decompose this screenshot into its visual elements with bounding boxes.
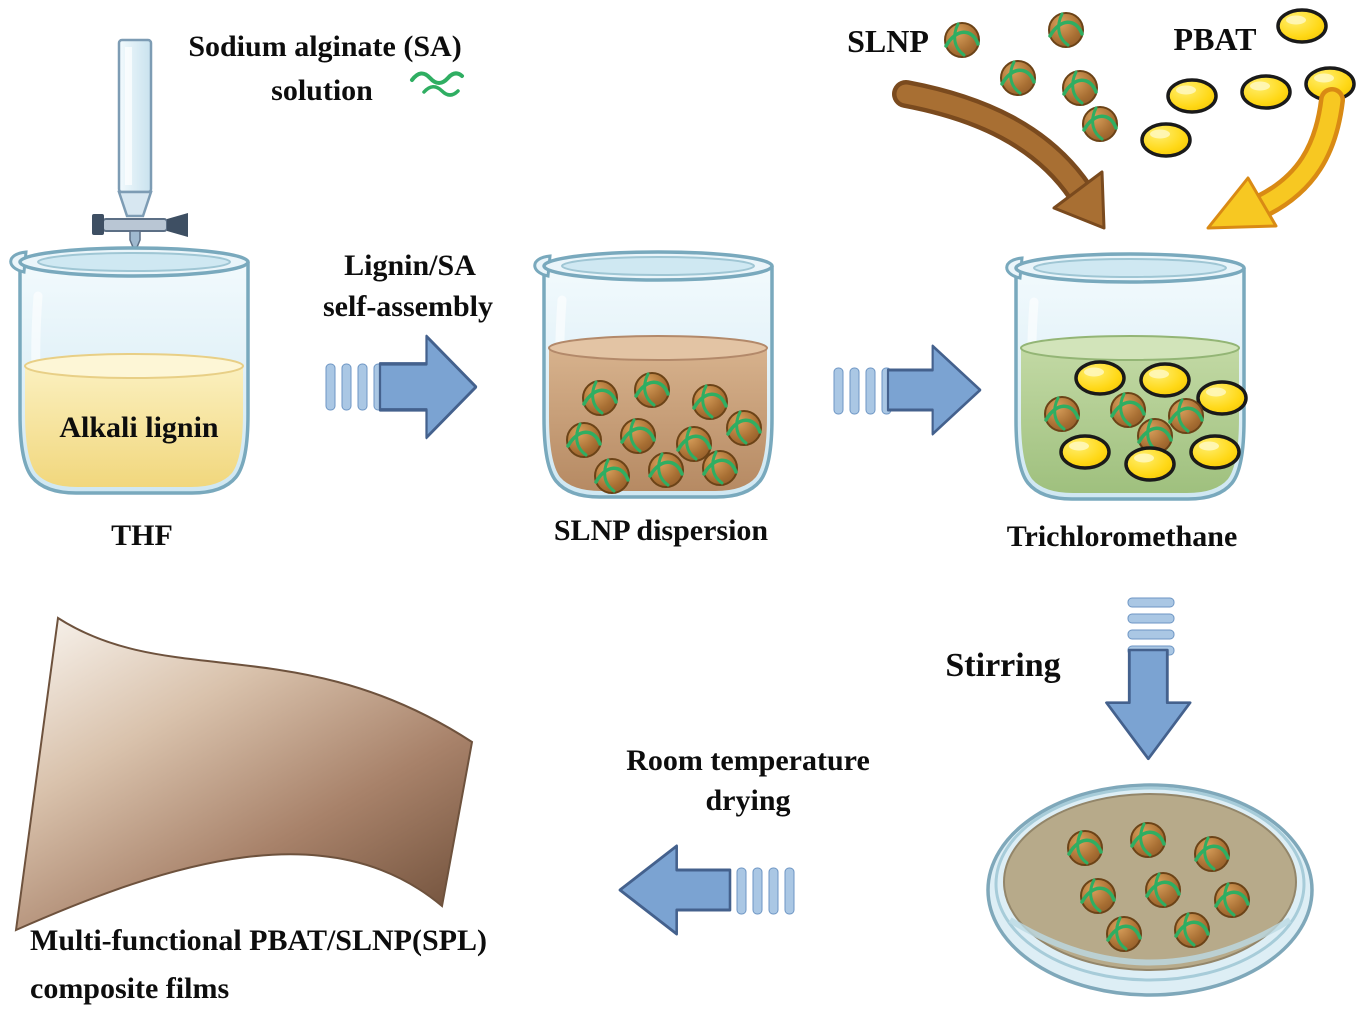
slnp-particle-icon <box>1079 877 1117 915</box>
beaker-slnp-dispersion <box>532 250 772 497</box>
slnp-particle-icon <box>675 425 713 463</box>
slnp-particle-icon <box>725 409 763 447</box>
stopcock <box>102 218 168 232</box>
process-arrow-icon <box>1105 648 1192 761</box>
dash-bars-icon <box>736 867 795 915</box>
label-self-assembly-line1: Lignin/SA <box>344 249 476 282</box>
composite-film-icon <box>14 616 474 932</box>
slnp-particle-icon <box>1105 915 1143 953</box>
slnp-particle-icon <box>943 21 981 59</box>
slnp-particle-icon <box>999 59 1037 97</box>
alginate-squiggle-icon <box>410 71 464 97</box>
pbat-particle-icon <box>1139 362 1191 398</box>
process-arrow-icon <box>886 344 982 436</box>
slnp-particle-icon <box>593 457 631 495</box>
label-thf: THF <box>111 519 173 552</box>
slnp-particle-icon <box>1109 391 1147 429</box>
pbat-particle-icon <box>1196 380 1248 416</box>
slnp-particle-icon <box>1043 395 1081 433</box>
pbat-particle-icon <box>1240 74 1292 110</box>
slnp-particle-icon <box>1193 835 1231 873</box>
thf-liquid <box>25 366 243 487</box>
slnp-particle-icon <box>1081 105 1119 143</box>
process-arrow-icon <box>618 844 732 936</box>
label-drying-line2: drying <box>705 784 790 817</box>
slnp-particle-icon <box>1061 69 1099 107</box>
slnp-particle-icon <box>1144 871 1182 909</box>
pbat-particle-icon <box>1059 434 1111 470</box>
slnp-particle-icon <box>1047 11 1085 49</box>
beaker-thf <box>8 246 248 493</box>
slnp-particle-icon <box>1066 829 1104 867</box>
pbat-particle-icon <box>1189 434 1241 470</box>
slnp-particle-icon <box>691 383 729 421</box>
label-film-line2: composite films <box>30 972 229 1005</box>
slnp-particle-icon <box>1213 881 1251 919</box>
label-sodium-alginate-line2: solution <box>271 74 373 107</box>
label-slnp: SLNP <box>847 23 929 59</box>
label-stirring: Stirring <box>945 647 1060 684</box>
dash-bars-icon <box>325 363 384 411</box>
petri-dish-icon <box>986 783 1314 997</box>
slnp-particle-icon <box>633 371 671 409</box>
dash-bars-icon <box>833 367 892 415</box>
slnp-particle-icon <box>1129 821 1167 859</box>
pbat-particle-icon <box>1276 8 1328 44</box>
label-trichloromethane: Trichloromethane <box>1007 520 1238 553</box>
label-sodium-alginate-line1: Sodium alginate (SA) <box>188 30 461 63</box>
label-drying-line1: Room temperature <box>626 744 870 777</box>
slnp-particle-icon <box>701 449 739 487</box>
label-film-line1: Multi-functional PBAT/SLNP(SPL) <box>30 924 487 957</box>
dash-bars-icon <box>1127 597 1175 656</box>
slnp-particle-icon <box>1173 911 1211 949</box>
beaker-trichloromethane <box>1004 252 1248 499</box>
burette-icon <box>92 38 188 254</box>
pbat-feed-arrow-icon <box>1206 87 1345 230</box>
pbat-particle-icon <box>1124 446 1176 482</box>
slnp-particle-icon <box>565 421 603 459</box>
label-pbat: PBAT <box>1174 21 1257 57</box>
label-alkali-lignin: Alkali lignin <box>59 411 219 444</box>
pbat-particle-icon <box>1166 78 1218 114</box>
slnp-particle-icon <box>1167 397 1205 435</box>
pbat-particle-icon <box>1140 122 1192 158</box>
pbat-particle-icon <box>1074 360 1126 396</box>
slnp-particle-icon <box>581 379 619 417</box>
slnp-particle-icon <box>647 451 685 489</box>
label-self-assembly-line2: self-assembly <box>323 290 493 323</box>
process-arrow-icon <box>378 334 478 440</box>
label-slnp-dispersion: SLNP dispersion <box>554 514 769 547</box>
slnp-feed-arrow-icon <box>892 80 1106 230</box>
slnp-particle-icon <box>619 417 657 455</box>
